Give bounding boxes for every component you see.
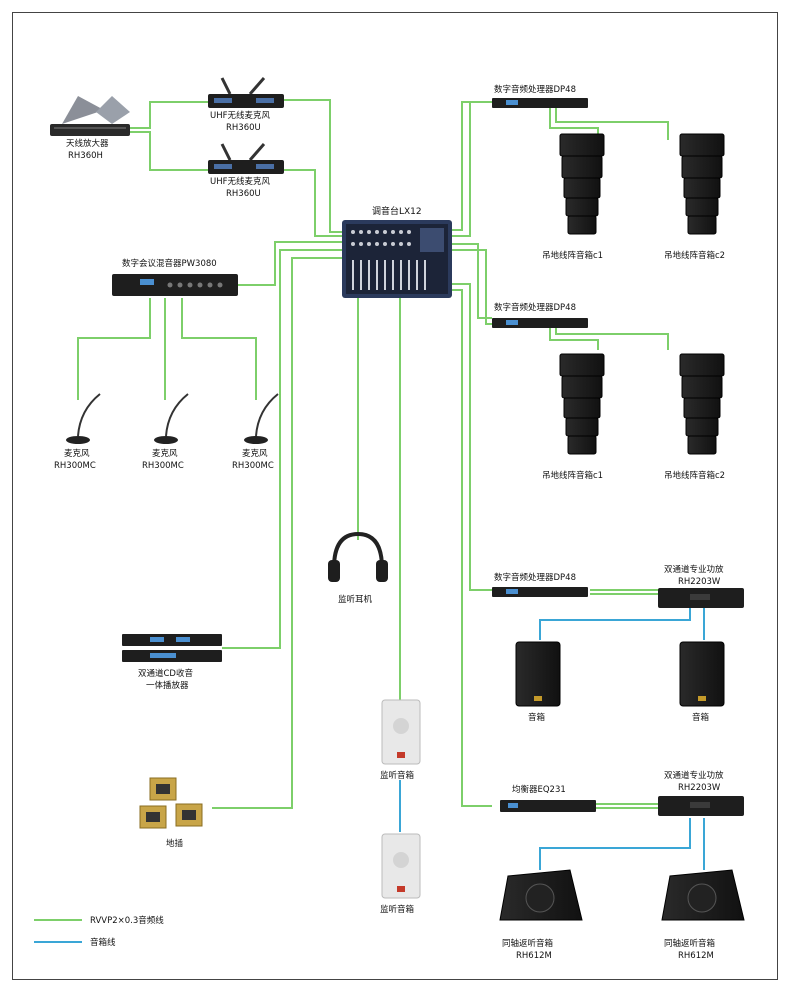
amp-1	[658, 588, 744, 608]
gooseneck-mic-2-model: RH300MC	[142, 461, 184, 471]
gooseneck-mic-3-name: 麦克风	[242, 448, 268, 459]
diagram-frame	[12, 12, 778, 980]
gooseneck-mic-1	[66, 393, 101, 444]
amp-2-model: RH2203W	[678, 783, 721, 793]
line-array-1a-name: 吊地线阵音箱c1	[542, 250, 603, 261]
processor-1	[492, 98, 588, 108]
line-array-1b	[679, 133, 725, 235]
cd-player	[122, 634, 222, 662]
headphones-icon	[328, 531, 388, 582]
processor-3-name: 数字音频处理器DP48	[494, 572, 576, 583]
amp-2	[658, 796, 744, 816]
cd-player-name-line2: 一体播放器	[146, 680, 189, 691]
wireless-mic-receiver-1	[208, 77, 284, 108]
wireless-mic-2-name: UHF无线麦克风	[210, 176, 271, 187]
amp-2-name: 双通道专业功放	[664, 770, 724, 781]
gooseneck-mic-3-model: RH300MC	[232, 461, 274, 471]
speaker-1	[515, 641, 561, 707]
equalizer	[500, 800, 596, 812]
gooseneck-mic-3	[244, 393, 279, 444]
line-array-1a	[559, 133, 605, 235]
cd-player-name-line1: 双通道CD收音	[138, 668, 193, 679]
monitor-speaker-1-name: 监听音箱	[380, 770, 415, 781]
speaker-cables	[34, 608, 705, 943]
wireless-mic-receiver-2	[208, 143, 284, 174]
mixer	[342, 220, 452, 298]
antenna-amp-model: RH360H	[68, 151, 103, 161]
gooseneck-mic-2	[154, 393, 189, 444]
gooseneck-mic-2-name: 麦克风	[152, 448, 178, 459]
line-array-2a-name: 吊地线阵音箱c1	[542, 470, 603, 481]
line-array-2b	[679, 353, 725, 455]
monitor-speaker-2	[381, 833, 421, 899]
monitor-speaker-1	[381, 699, 421, 765]
line-array-2a	[559, 353, 605, 455]
coax-monitor-2-name: 同轴返听音箱	[664, 938, 716, 949]
coax-monitor-2	[661, 869, 745, 921]
coax-monitor-2-model: RH612M	[678, 951, 714, 961]
coax-monitor-1	[499, 869, 583, 921]
amp-1-model: RH2203W	[678, 577, 721, 587]
processor-3	[492, 587, 588, 597]
wireless-mic-1-model: RH360U	[226, 123, 261, 133]
processor-2-name: 数字音频处理器DP48	[494, 302, 576, 313]
line-array-1b-name: 吊地线阵音箱c2	[664, 250, 725, 261]
coax-monitor-1-name: 同轴返听音箱	[502, 938, 554, 949]
headphones-name: 监听耳机	[338, 594, 373, 605]
antenna-amplifier	[50, 96, 130, 136]
floor-box-name: 地插	[166, 838, 184, 849]
antenna-amp-name: 天线放大器	[66, 138, 109, 149]
speaker-2-name: 音箱	[692, 712, 710, 723]
gooseneck-mic-1-model: RH300MC	[54, 461, 96, 471]
monitor-speaker-2-name: 监听音箱	[380, 904, 415, 915]
conference-mixer-name: 数字会议混音器PW3080	[122, 258, 217, 269]
floor-box-icon	[139, 777, 203, 829]
gooseneck-mic-1-name: 麦克风	[64, 448, 90, 459]
processor-1-name: 数字音频处理器DP48	[494, 84, 576, 95]
amp-1-name: 双通道专业功放	[664, 564, 724, 575]
speaker-1-name: 音箱	[528, 712, 546, 723]
conference-mixer	[112, 274, 238, 296]
equalizer-name: 均衡器EQ231	[512, 784, 566, 795]
legend-speaker-cable: 音箱线	[90, 937, 116, 948]
coax-monitor-1-model: RH612M	[516, 951, 552, 961]
wireless-mic-2-model: RH360U	[226, 189, 261, 199]
audio-cables	[34, 99, 669, 921]
wireless-mic-1-name: UHF无线麦克风	[210, 110, 271, 121]
line-array-2b-name: 吊地线阵音箱c2	[664, 470, 725, 481]
legend-audio-cable: RVVP2×0.3音频线	[90, 915, 164, 926]
speaker-2	[679, 641, 725, 707]
processor-2	[492, 318, 588, 328]
mixer-name: 调音台LX12	[372, 205, 422, 217]
